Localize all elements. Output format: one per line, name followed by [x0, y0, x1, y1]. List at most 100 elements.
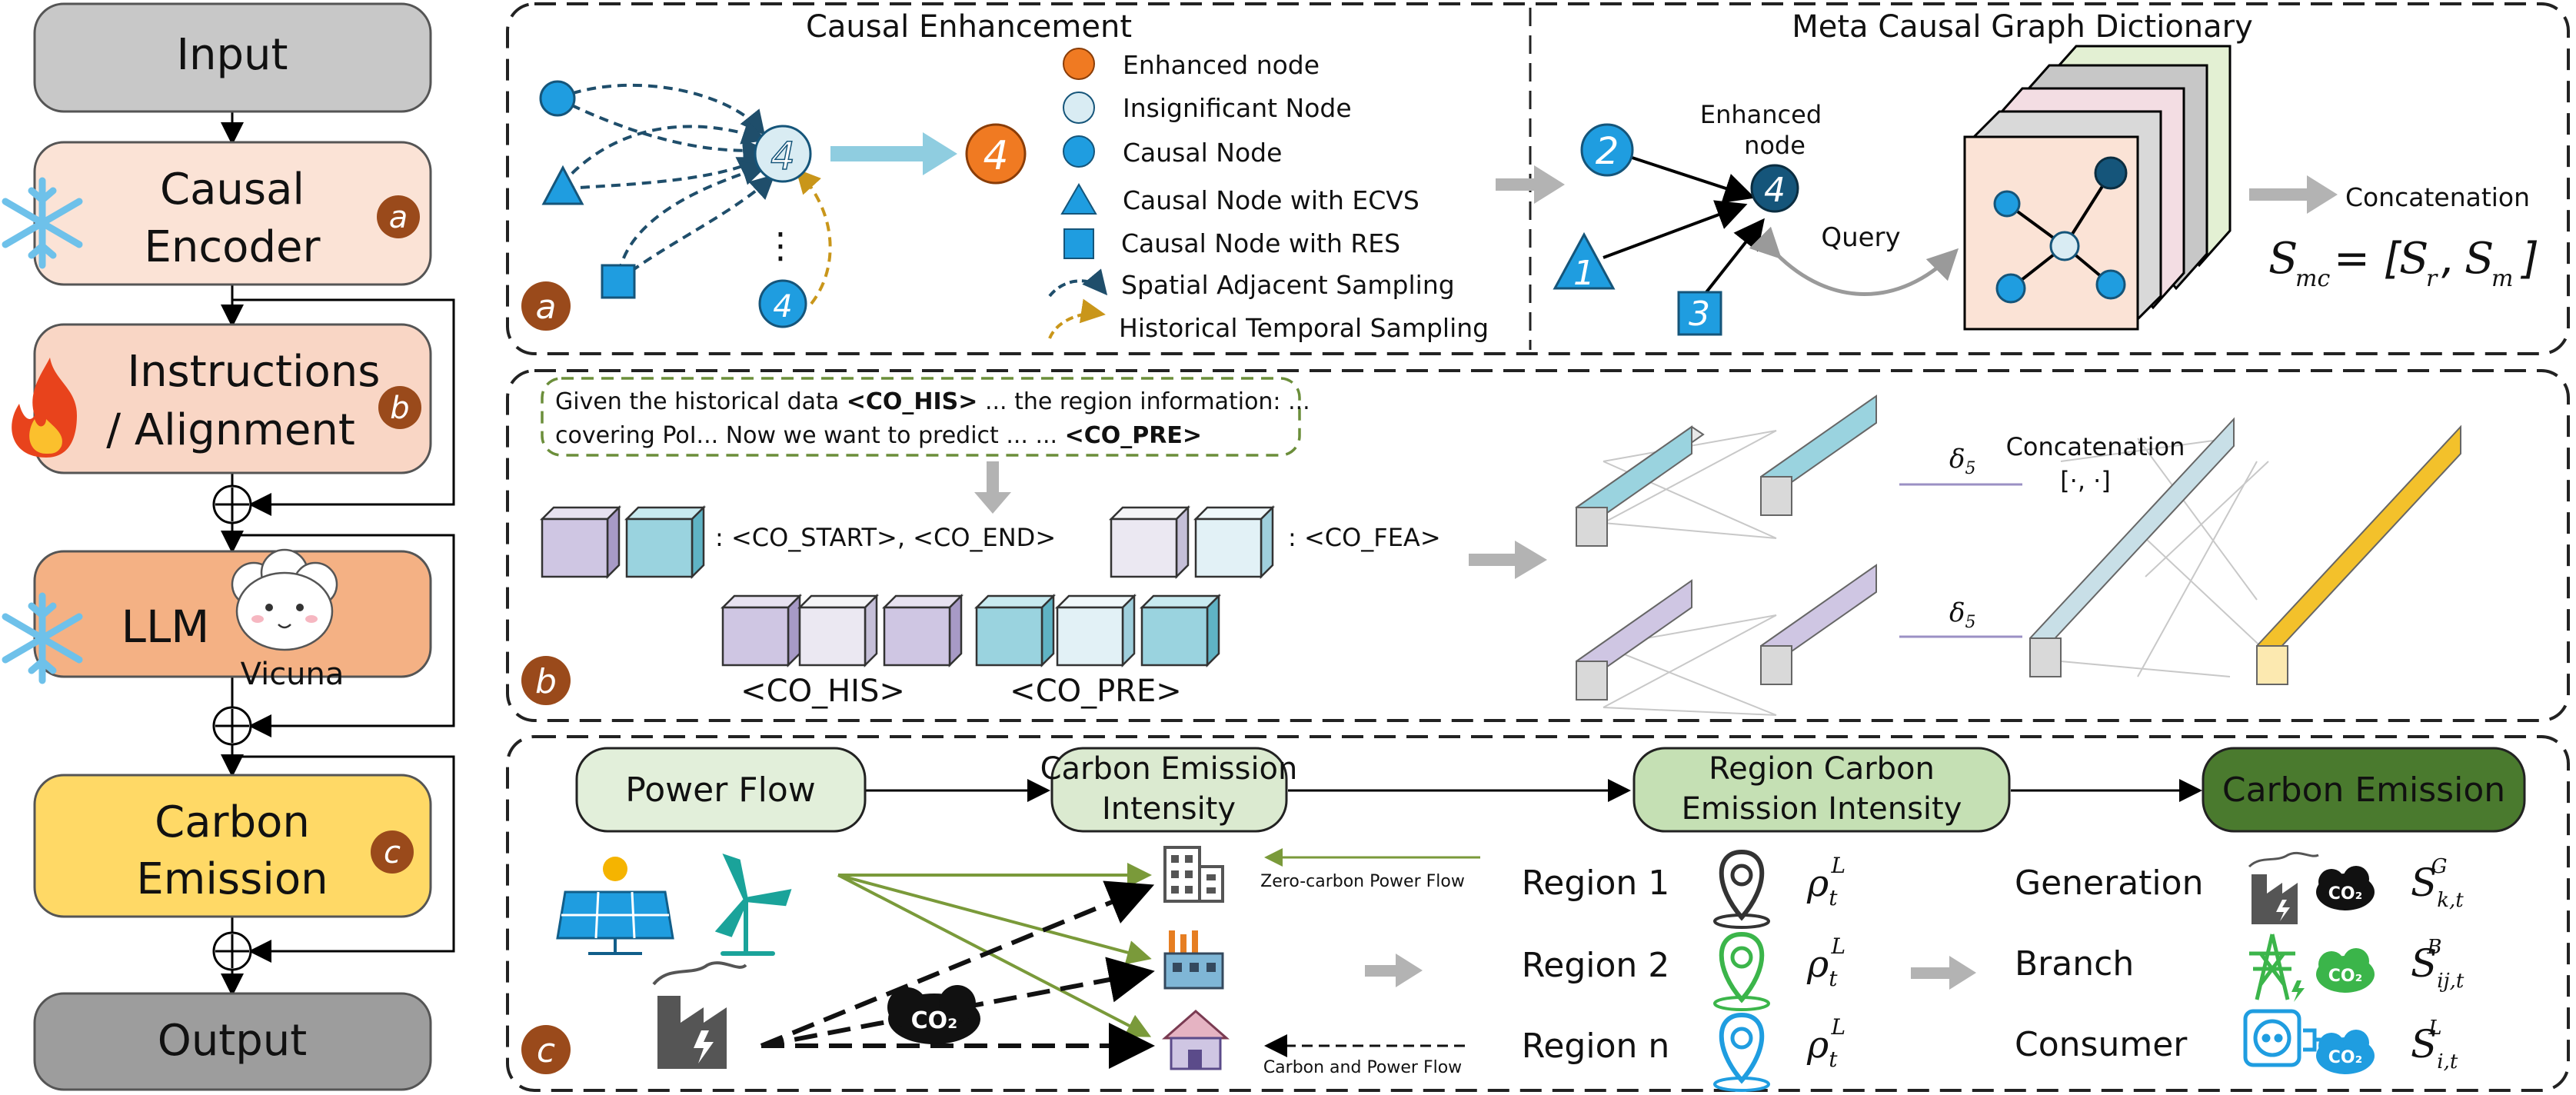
svg-text:S: S [2399, 234, 2428, 284]
prompt-line-1: Given the historical data <CO_HIS> ... t… [555, 388, 1310, 415]
pre-label: <CO_PRE> [1010, 674, 1182, 709]
svg-text:,: , [2441, 234, 2455, 284]
svg-text:1: 1 [1573, 254, 1595, 293]
input-label: Input [176, 30, 288, 80]
carbon-emission-box-c [2202, 747, 2526, 833]
alignment-line1: Instructions [128, 347, 381, 397]
region-1-label: Region 1 [1522, 864, 1670, 903]
concatenation-label: Concatenation [2345, 182, 2530, 212]
center-node [754, 125, 812, 183]
cei-line2: Intensity [1102, 791, 1236, 827]
office-building-icon [1163, 846, 1224, 903]
co2-cloud-icon: CO₂ [2316, 948, 2375, 993]
meta-causal-graph-title: Meta Causal Graph Dictionary [1792, 9, 2253, 45]
legend-ecvs: Causal Node with ECVS [1123, 185, 1419, 215]
output-label: Output [158, 1016, 308, 1066]
svg-text:]: ] [2520, 234, 2539, 284]
graph-node-4 [1750, 164, 1799, 213]
co2-cloud-icon: CO₂ [2316, 866, 2375, 910]
generation-label: Generation [2015, 864, 2203, 903]
svg-text:3: 3 [1689, 295, 1710, 334]
emission-categories: Generation Branch Consumer CO₂ [2015, 851, 2465, 1074]
causal-node [539, 80, 576, 117]
carbon-emission-label-c: Carbon Emission [2222, 770, 2505, 810]
carbon-power-flow-label: Carbon and Power Flow [1263, 1058, 1462, 1077]
panel-a-badge [521, 281, 571, 331]
badge-c [371, 830, 414, 874]
projection-layers [1603, 430, 2269, 716]
res-node [601, 264, 636, 299]
alignment-line2: / Alignment [106, 405, 355, 455]
token-cubes [539, 504, 1276, 668]
fea-label: : <CO_FEA> [1288, 523, 1441, 552]
power-socket-icon [2243, 1009, 2322, 1067]
causal-encoder-line1: Causal [160, 165, 305, 215]
rho-1: ρtL [1806, 853, 1845, 910]
zero-carbon-flow-label: Zero-carbon Power Flow [1260, 872, 1465, 891]
graph-node-1 [1553, 231, 1616, 290]
svg-text:S: S [2268, 234, 2298, 284]
panel-c: Power Flow Carbon Emission Intensity Reg… [506, 735, 2570, 1092]
house-icon [1162, 1010, 1230, 1070]
start-end-label: : <CO_START>, <CO_END> [715, 523, 1056, 552]
legend-causal: Causal Node [1123, 138, 1282, 168]
svg-text:c: c [537, 1031, 555, 1070]
flow-lines [760, 848, 1480, 1069]
graph-node-2 [1580, 123, 1634, 177]
svg-text:= [: = [ [2334, 234, 2402, 284]
svg-text:r: r [2426, 265, 2438, 292]
rho-n: ρtL [1806, 1014, 1845, 1072]
svg-text:4: 4 [1764, 171, 1786, 210]
snowflake-icon [2, 592, 83, 684]
badge-a [377, 195, 420, 238]
panel-b: Given the historical data <CO_HIS> ... t… [506, 369, 2570, 722]
prompt-line-2: covering PoI... Now we want to predict .… [555, 422, 1202, 449]
panel-c-badge [521, 1025, 571, 1074]
vector-stacks [1575, 394, 2461, 701]
svg-text:b: b [390, 391, 409, 426]
cei-box [1050, 747, 1288, 833]
his-label: <CO_HIS> [741, 674, 905, 709]
legend-res: Causal Node with RES [1121, 228, 1400, 258]
cei-line1: Carbon Emission [1040, 751, 1298, 787]
legend-insignificant: Insignificant Node [1123, 93, 1352, 123]
formula: S mc = [ S r , S m ] [2268, 234, 2539, 292]
co2-cloud-icon: CO₂ [2316, 1030, 2375, 1074]
consumer-label: Consumer [2015, 1025, 2188, 1064]
region-2-label: Region 2 [1522, 946, 1670, 985]
co2-cloud-icon: CO₂ [887, 985, 980, 1044]
dictionary-stack [1963, 45, 2232, 331]
delta-1: δ5 [1949, 444, 1975, 478]
prompt-box [541, 377, 1301, 457]
svg-text:mc: mc [2295, 265, 2330, 292]
ecvs-node [541, 165, 584, 205]
svg-text:CO₂: CO₂ [911, 1007, 958, 1034]
causal-encoder-box [33, 141, 432, 286]
input-box [33, 2, 432, 113]
svg-text:S: S [2465, 234, 2494, 284]
enhanced-label-1: Enhanced [1700, 100, 1822, 129]
s-consumer: Si,tL [2411, 1017, 2458, 1073]
svg-text:2: 2 [1596, 130, 1619, 173]
carbon-emission-line2: Emission [136, 854, 328, 904]
enhanced-label-2: node [1744, 131, 1806, 160]
snowflake-icon [2, 177, 83, 269]
panel-a: Causal Enhancement Meta Causal Graph Dic… [506, 2, 2570, 355]
badge-b [378, 386, 421, 429]
power-plant-icon [652, 961, 747, 1069]
output-box [33, 992, 432, 1091]
region-n-label: Region n [1522, 1027, 1670, 1066]
power-flow-label: Power Flow [625, 770, 815, 810]
region-list: Region 1 Region 2 Region n ρtL ρtL ρtL [1522, 849, 1845, 1092]
concatenation-label-b: Concatenation [2006, 432, 2185, 461]
rcei-line2: Emission Intensity [1682, 791, 1962, 827]
solar-panel-icon [556, 857, 674, 955]
svg-text:4: 4 [983, 133, 1008, 179]
branch-label: Branch [2015, 944, 2134, 984]
factory-icon [1163, 930, 1224, 990]
legend: Enhanced node Insignificant Node Causal … [1048, 48, 1489, 343]
rcei-line1: Region Carbon [1709, 751, 1935, 787]
location-pin-icon [1713, 849, 1770, 929]
carbon-emission-line1: Carbon [155, 797, 310, 847]
bottom-node [758, 279, 807, 328]
